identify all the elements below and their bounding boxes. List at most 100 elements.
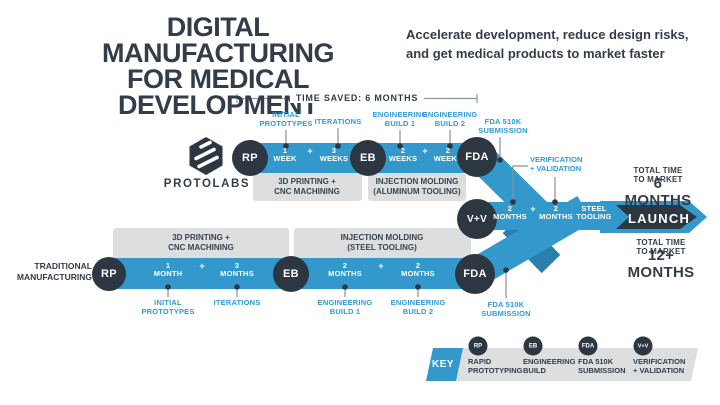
title-line: FOR MEDICAL DEVELOPMENT [117, 64, 319, 120]
total-time-digital-label: TOTAL TIME TO MARKET [633, 166, 683, 184]
node-rp-traditional: RP [92, 257, 126, 291]
callout-fda-510k-digital: FDA 510K SUBMISSION [478, 117, 528, 135]
process-band-bottom-1 [113, 228, 289, 259]
key-label-fda-510k: FDA 510K SUBMISSION [578, 357, 626, 375]
label-line: MANUFACTURING [16, 271, 92, 282]
key-node-rp: RP [468, 336, 488, 356]
callout-engineering-build-1-traditional: ENGINEERING BUILD 1 [317, 298, 373, 316]
segment-digital-1: 1 WEEK [273, 147, 296, 163]
subtitle-line: and get medical products to market faste… [406, 46, 665, 61]
segment-value: 2 [553, 204, 559, 213]
total-time-traditional-label: TOTAL TIME TO MARKET [636, 238, 686, 256]
segment-unit: MONTHS [493, 212, 527, 221]
node-fda-digital: FDA [457, 137, 497, 177]
key-label-engineering-build: ENGINEERING BUILD [523, 357, 576, 375]
process-line: (STEEL TOOLING) [347, 242, 417, 252]
tooling-line: STEEL [581, 204, 607, 213]
callout-line: ITERATIONS [213, 298, 261, 307]
callout-line: ITERATIONS [314, 117, 362, 126]
total-time-digital-value: 6 MONTHS [624, 175, 692, 209]
segment-unit: WEEKS [433, 154, 463, 163]
key-node-fda: FDA [578, 336, 598, 356]
segment-launch-1: 2 MONTHS [493, 205, 527, 221]
callout-line: BUILD 1 [329, 306, 361, 316]
callout-line: SUBMISSION [478, 125, 528, 135]
node-fda-traditional: FDA [455, 254, 495, 294]
segment-value: 2 [445, 146, 451, 155]
callout-verification-validation: VERIFICATION + VALIDATION [530, 155, 582, 173]
callout-engineering-build-1: ENGINEERING BUILD 1 [372, 110, 428, 128]
callout-engineering-build-2-traditional: ENGINEERING BUILD 2 [391, 298, 446, 316]
callout-initial-prototypes: INITIAL PROTOTYPES [259, 110, 313, 128]
segment-unit: MONTH [153, 269, 183, 278]
callout-line: INITIAL [154, 298, 182, 307]
segment-unit: MONTHS [539, 212, 573, 221]
segment-traditional-4: 2 MONTHS [401, 262, 435, 278]
key-label-verification-validation: VERIFICATION + VALIDATION [633, 357, 685, 375]
traditional-manufacturing-label: TRADITIONAL MANUFACTURING [14, 261, 92, 282]
process-label-injection-molding-digital: INJECTION MOLDING (ALUMINUM TOOLING) [373, 177, 460, 196]
callout-line: PROTOTYPES [259, 118, 313, 128]
segment-digital-3: 2 WEEKS [389, 147, 418, 163]
callout-iterations-traditional: ITERATIONS [213, 298, 261, 308]
callout-line: VERIFICATION [530, 155, 583, 164]
callout-connectors [167, 128, 556, 298]
plus-sign: + [199, 261, 205, 271]
segment-digital-2: 3 WEEKS [320, 147, 349, 163]
segment-value: 2 [507, 204, 513, 213]
node-eb-digital: EB [350, 140, 386, 176]
steel-tooling-label: STEEL TOOLING [576, 205, 611, 221]
key-label-rapid-prototyping: RAPID PROTOTYPING [468, 357, 522, 375]
process-label-injection-molding-traditional: INJECTION MOLDING (STEEL TOOLING) [341, 233, 424, 252]
key-label-line: SUBMISSION [578, 366, 626, 375]
segment-value: 3 [331, 146, 337, 155]
callout-line: FDA 510K [484, 117, 522, 126]
tooling-line: TOOLING [576, 212, 612, 221]
time-saved-label: TIME SAVED: 6 MONTHS [289, 93, 425, 103]
callout-line: BUILD 1 [384, 118, 416, 128]
segment-unit: WEEKS [388, 154, 418, 163]
segment-unit: WEEKS [319, 154, 349, 163]
process-line: CNC MACHINING [168, 242, 234, 252]
callout-initial-prototypes-traditional: INITIAL PROTOTYPES [141, 298, 194, 316]
callout-line: ENGINEERING [422, 110, 478, 119]
key-label-line: BUILD [523, 366, 546, 375]
segment-digital-4: 2 WEEKS [434, 147, 463, 163]
callout-line: BUILD 2 [434, 118, 466, 128]
callout-line: BUILD 2 [402, 306, 434, 316]
callout-dots [165, 143, 558, 290]
segment-traditional-3: 2 MONTHS [328, 262, 362, 278]
key-label-line: FDA 510K [578, 357, 614, 366]
key-badge [426, 348, 463, 381]
callout-engineering-build-2: ENGINEERING BUILD 2 [422, 110, 478, 128]
process-label-3d-printing-digital: 3D PRINTING + CNC MACHINING [274, 177, 340, 196]
key-node-eb: EB [523, 336, 543, 356]
page-title: DIGITAL MANUFACTURING FOR MEDICAL DEVELO… [48, 14, 388, 120]
segment-value: 2 [400, 146, 406, 155]
key-band [454, 348, 698, 381]
process-line: CNC MACHINING [274, 186, 340, 196]
total-time-traditional-value: 12+ MONTHS [627, 247, 695, 281]
key-label-line: PROTOTYPING [468, 366, 523, 375]
segment-value: 1 [282, 146, 288, 155]
segment-launch-2: 2 MONTHS [539, 205, 573, 221]
segment-unit: WEEK [273, 154, 297, 163]
callout-line: ENGINEERING [372, 110, 428, 119]
plus-sign: + [422, 146, 428, 156]
process-band-top-2 [368, 173, 466, 201]
process-line: INJECTION MOLDING [375, 177, 459, 186]
key-label-line: VERIFICATION [633, 357, 686, 366]
callout-line: + VALIDATION [530, 164, 582, 173]
segment-traditional-2: 3 MONTHS [220, 262, 254, 278]
subtitle-line: Accelerate development, reduce design ri… [406, 27, 689, 42]
launch-arrow [616, 205, 697, 229]
callout-fda-510k-traditional: FDA 510K SUBMISSION [481, 300, 531, 318]
label-line: TRADITIONAL [34, 261, 92, 271]
callout-line: ENGINEERING [317, 298, 373, 307]
page-subtitle: Accelerate development, reduce design ri… [406, 25, 689, 63]
callout-line: SUBMISSION [481, 308, 531, 318]
key-label-line: RAPID [468, 357, 492, 366]
callout-iterations: ITERATIONS [314, 117, 362, 127]
callout-line: FDA 510K [487, 300, 525, 309]
